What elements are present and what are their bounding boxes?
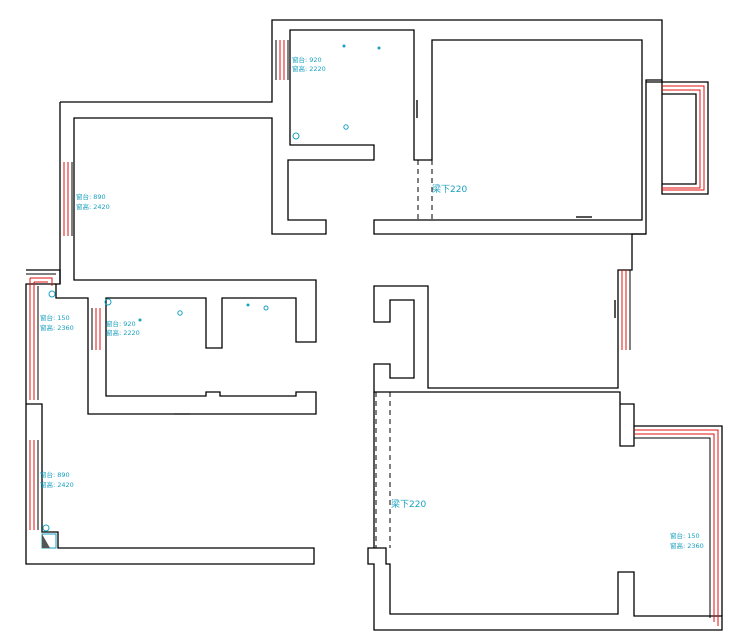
window-note-sill: 窗台: 920 xyxy=(106,319,136,328)
beams xyxy=(375,160,433,548)
fixture-point-icon xyxy=(377,46,381,50)
fixture-point-icon xyxy=(342,44,346,48)
door-mark-icon xyxy=(416,100,418,118)
window-note-height: 窗高: 2220 xyxy=(292,64,326,73)
fixture-point-icon xyxy=(177,310,183,316)
wall-right-lower-east xyxy=(634,425,723,616)
door-marks xyxy=(174,100,616,415)
window-note-height: 窗高: 2360 xyxy=(670,541,704,550)
drain-icon xyxy=(42,524,50,532)
wall-right-balcony xyxy=(646,80,709,195)
wall-top-outer xyxy=(55,19,663,415)
fixture-point-icon xyxy=(263,305,269,311)
window-note-sill: 窗台: 150 xyxy=(40,313,70,322)
window-note-sill: 窗台: 920 xyxy=(292,55,322,64)
wall-left-wing-inner xyxy=(26,269,61,284)
door-mark-icon xyxy=(576,216,592,218)
beam-label-lower: 梁下220 xyxy=(391,498,426,510)
fixtures xyxy=(41,44,381,549)
window-note-sill: 窗台: 150 xyxy=(670,531,700,540)
corner-pipe-fill-icon xyxy=(42,534,50,548)
fixture-point-icon xyxy=(246,303,250,307)
window-note-sill: 窗台: 890 xyxy=(40,470,70,479)
wall-right-lower xyxy=(367,392,723,631)
windows xyxy=(26,40,719,626)
wall-left-wing xyxy=(25,283,315,565)
drain-icon xyxy=(104,298,112,306)
fixture-point-icon xyxy=(343,124,349,130)
wall-right-balcony-inner xyxy=(662,93,697,185)
fixture-point-icon xyxy=(138,318,142,322)
door-mark-icon xyxy=(174,413,190,415)
drain-icon xyxy=(292,132,300,140)
window-note-height: 窗高: 2420 xyxy=(40,480,74,489)
wall-right-upper xyxy=(373,233,646,447)
door-mark-icon xyxy=(614,300,616,318)
window-note-height: 窗高: 2360 xyxy=(40,323,74,332)
window-note-sill: 窗台: 890 xyxy=(76,192,106,201)
beam-label-upper: 梁下220 xyxy=(432,183,467,195)
window-note-height: 窗高: 2420 xyxy=(76,202,110,211)
drain-icon xyxy=(48,290,56,298)
window-note-height: 窗高: 2220 xyxy=(106,328,140,337)
window-notes: 窗台: 920 窗高: 2220 窗台: 890 窗高: 2420 窗台: 15… xyxy=(40,55,704,550)
